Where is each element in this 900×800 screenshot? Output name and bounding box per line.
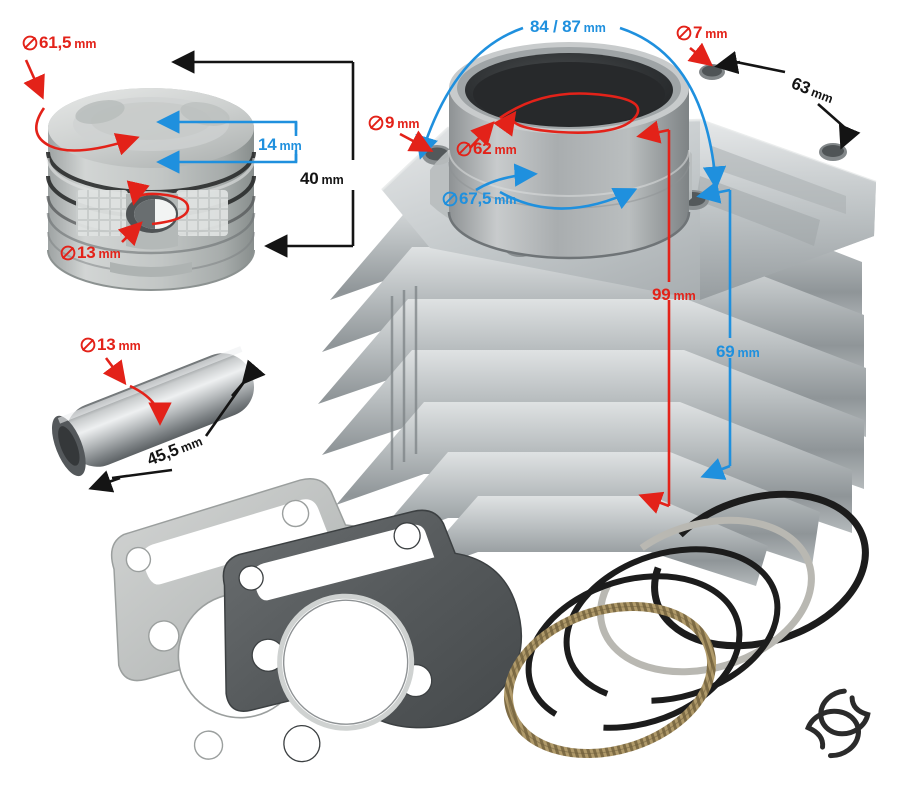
diameter-icon bbox=[80, 337, 96, 353]
piston-rings-part bbox=[503, 490, 869, 759]
diameter-icon bbox=[368, 115, 384, 131]
diameter-icon bbox=[456, 141, 472, 157]
diameter-icon bbox=[60, 245, 76, 261]
diameter-icon bbox=[442, 191, 458, 207]
diameter-icon bbox=[22, 35, 38, 51]
circlips-part bbox=[804, 688, 871, 759]
diameter-icon bbox=[676, 25, 692, 41]
head-gasket-part bbox=[222, 509, 523, 763]
